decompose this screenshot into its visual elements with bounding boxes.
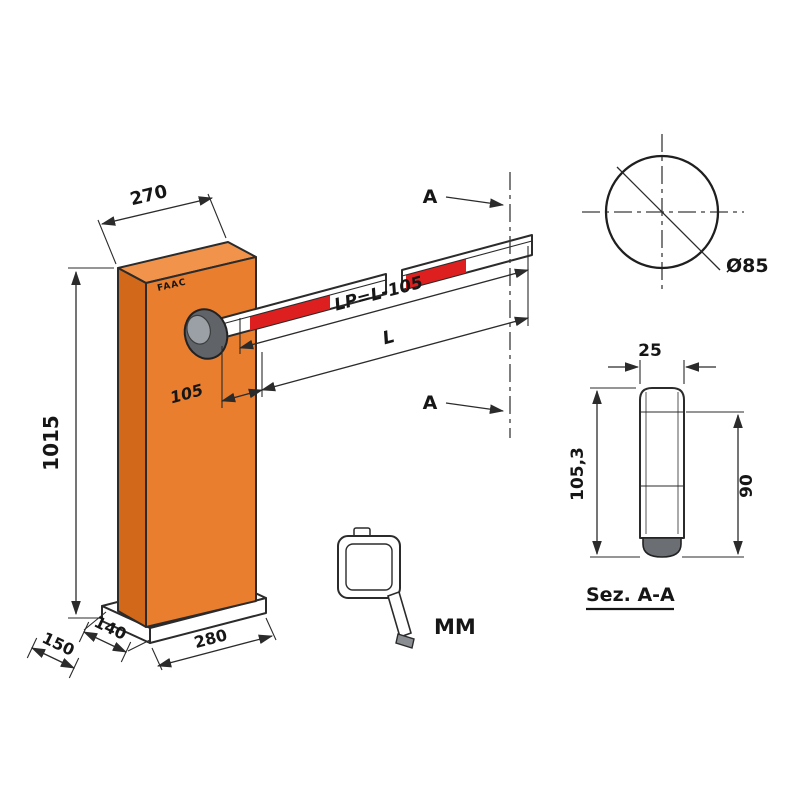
cabinet-front-face [145, 256, 257, 628]
section-arrow-a-top [445, 196, 505, 208]
section-view: 25 105,3 90 Sez. A-A [568, 341, 757, 611]
units-label: MM [434, 615, 476, 639]
section-profile [639, 387, 685, 539]
cabinet-left-face [117, 267, 147, 628]
detail-circle: Ø85 [582, 134, 769, 292]
section-rubber-profile [642, 537, 682, 558]
diameter-line [616, 166, 721, 271]
section-marker-a-top: A [423, 186, 438, 208]
tape-measure-icon [337, 527, 415, 649]
dim-base-150: 150 [26, 628, 80, 679]
section-arrow-a-bottom [445, 402, 505, 414]
arm-pivot-hub [183, 308, 229, 360]
barrier-cabinet: FAAC [117, 241, 257, 628]
dim-height-1015: 1015 [39, 267, 114, 619]
dim-arm-length: L [221, 316, 530, 408]
section-cut: A A [423, 172, 511, 438]
dim-diameter-label: Ø85 [726, 255, 769, 277]
section-marker-a-bottom: A [423, 392, 438, 414]
dim-section-width-label: 25 [638, 341, 662, 361]
dim-section-105-3: 105,3 [568, 387, 640, 558]
arm-tube-circle [604, 154, 720, 270]
dim-section-25: 25 [608, 341, 716, 384]
dim-section-inner-label: 90 [737, 474, 757, 498]
dim-arm-length-label: L [380, 326, 397, 349]
dim-depth-label: 270 [128, 181, 169, 210]
dim-section-height-label: 105,3 [568, 447, 588, 501]
dim-base-depth-label: 150 [39, 628, 77, 660]
dim-section-90: 90 [682, 411, 757, 558]
dim-height-label: 1015 [39, 415, 63, 471]
section-title: Sez. A-A [586, 584, 675, 606]
